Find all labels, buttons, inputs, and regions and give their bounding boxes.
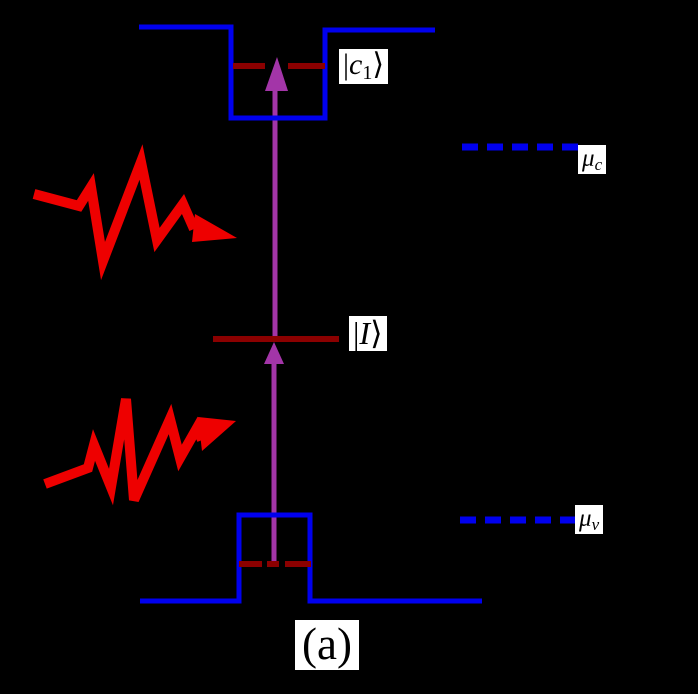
mu-v-subscript: v — [591, 515, 600, 534]
transition-arrowhead-lower — [264, 342, 284, 364]
c1-subscript: 1 — [362, 62, 373, 84]
c1-letter: c — [349, 48, 363, 81]
valence-band-profile — [140, 512, 482, 604]
intermediate-ket-bracket: ⟩ — [370, 315, 383, 351]
c1-state-label: |c1⟩ — [339, 48, 389, 85]
conduction-band-profile — [139, 24, 435, 121]
c1-ket-bracket: ⟩ — [372, 48, 385, 81]
photon-wave-lower — [43, 398, 207, 506]
intermediate-state-label: |I⟩ — [349, 316, 387, 351]
panel-caption: (a) — [295, 620, 359, 670]
transition-arrow-lower — [264, 342, 284, 566]
c1-bra-bar: | — [343, 48, 350, 81]
mu-v-label: μv — [575, 505, 604, 535]
photon-arrowhead-upper — [192, 214, 237, 242]
photon-wave-upper — [32, 144, 199, 281]
photon-arrow-upper — [32, 144, 237, 281]
mu-c-label: μc — [578, 145, 607, 175]
photon-arrow-lower — [43, 398, 236, 506]
mu-c-subscript: c — [594, 155, 603, 174]
mu-v-symbol: μ — [579, 505, 592, 532]
transition-arrowhead-upper — [265, 57, 288, 91]
intermediate-letter: I — [359, 315, 371, 351]
mu-c-symbol: μ — [582, 145, 595, 172]
transition-arrow-upper — [265, 57, 288, 339]
photon-arrowhead-lower — [198, 417, 236, 451]
intermediate-bra-bar: | — [353, 315, 360, 351]
